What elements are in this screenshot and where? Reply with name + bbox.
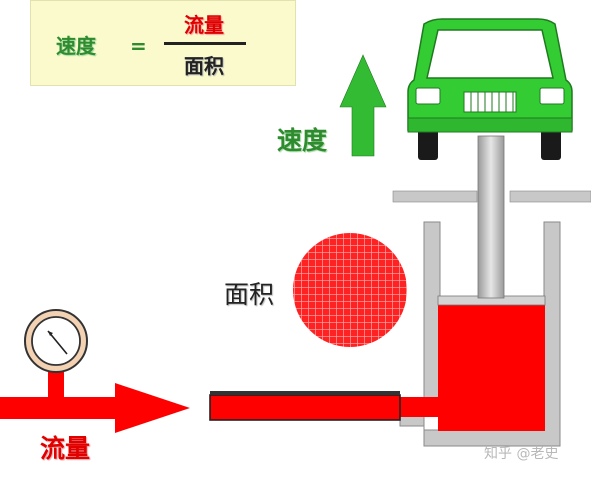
formula-speed-label: 速度 <box>56 34 96 58</box>
formula-numerator: 流量 <box>184 13 224 37</box>
speed-up-arrow <box>339 54 387 157</box>
speed-label: 速度 <box>277 126 328 155</box>
platform-left <box>392 190 478 203</box>
supply-pipe-top-edge <box>210 391 400 395</box>
area-label: 面积 <box>224 280 275 309</box>
formula-denominator: 面积 <box>184 54 224 78</box>
car-icon <box>407 18 573 160</box>
piston-rod <box>477 135 505 299</box>
flow-arrow <box>0 383 190 433</box>
watermark: 知乎 @老史 <box>484 446 559 462</box>
supply-pipe <box>209 394 401 421</box>
cylinder-fluid <box>438 303 545 431</box>
platform-right <box>509 190 591 203</box>
pressure-gauge-icon <box>24 309 88 373</box>
formula-equals: = <box>130 34 147 58</box>
area-mesh-circle <box>293 233 407 347</box>
gauge-stem <box>48 365 64 398</box>
cylinder-inlet-fluid <box>400 397 440 417</box>
formula-panel <box>30 0 296 86</box>
cylinder-left-wall <box>399 221 441 417</box>
formula-fraction-bar <box>164 42 246 45</box>
flow-label: 流量 <box>40 434 91 463</box>
